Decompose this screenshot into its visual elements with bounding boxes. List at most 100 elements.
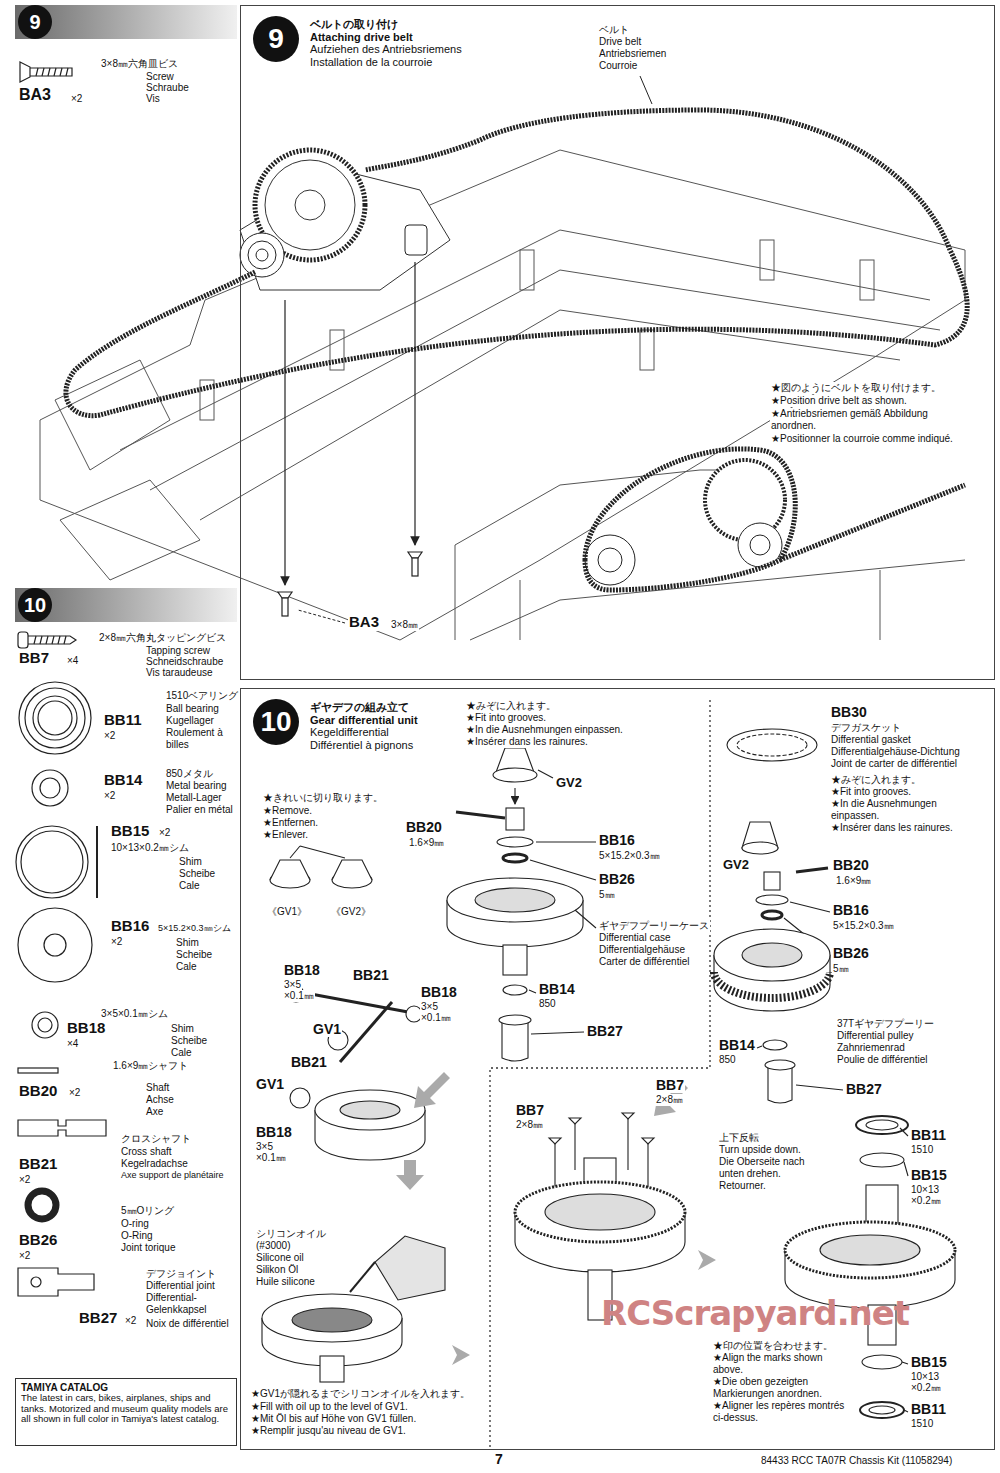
differential-drawing — [332, 860, 372, 880]
label-text: Differential gasket — [830, 734, 912, 746]
part-code: BB14 — [103, 772, 143, 789]
step-number: 9 — [253, 16, 299, 62]
part-code: BB16 — [110, 918, 150, 935]
label-text: ★みぞに入れます。 — [830, 774, 922, 786]
part-code: BB26 — [18, 1232, 58, 1249]
part-code: BB16 — [598, 833, 636, 848]
label-text: ★GV1が隠れるまでシリコンオイルを入れます。 — [250, 1388, 471, 1400]
label-text: シリコンオイル — [255, 1228, 327, 1240]
step-heading: Gear differential unit — [309, 714, 419, 727]
label-text: ★Align the marks shown above. — [712, 1352, 849, 1375]
leader-line — [298, 610, 345, 623]
label-text: ★Fill with oil up to the level of GV1. — [250, 1401, 409, 1413]
differential-drawing — [742, 842, 778, 854]
label-text: ★印の位置を合わせます。 — [712, 1340, 834, 1352]
label-text: ×2 — [124, 1315, 137, 1327]
step-heading: Aufziehen des Antriebsriemens — [309, 43, 463, 56]
part-code: BB7 — [515, 1103, 545, 1118]
differential-drawing — [765, 1060, 795, 1070]
part-code: BB18 — [255, 1125, 293, 1140]
differential-drawing — [764, 872, 780, 890]
label-text: Kegelradachse — [120, 1158, 189, 1170]
divider — [490, 700, 710, 1448]
label-text: ★Remplir jusqu'au niveau de GV1. — [250, 1425, 407, 1437]
differential-drawing — [763, 1040, 787, 1050]
part-icon — [21, 831, 83, 893]
part-code: BB27 — [78, 1310, 118, 1327]
part-code: BB14 — [718, 1038, 756, 1053]
label-text: Metal bearing — [165, 780, 228, 792]
divider — [490, 700, 710, 1448]
part-code: BB11 — [910, 1128, 947, 1143]
chassis-drawing — [60, 480, 200, 580]
differential-drawing — [503, 854, 527, 862]
label-text: Scheibe — [178, 868, 216, 880]
part-code: BB18 — [420, 985, 458, 1000]
label-text: ★Die oben gezeigten Markierungen anordne… — [712, 1376, 849, 1399]
step-heading: ギヤデフの組み立て — [309, 701, 410, 714]
step-number: 9 — [18, 5, 52, 39]
differential-drawing — [569, 1118, 581, 1124]
part-icon — [18, 1120, 106, 1136]
label-text: Roulement à billes — [165, 727, 237, 750]
label-text: 3×5×0.1㎜シム — [100, 1008, 169, 1020]
differential-drawing — [375, 1236, 445, 1300]
label-text: デフガスケット — [830, 722, 902, 734]
leader-line — [298, 76, 652, 623]
leader-line — [640, 76, 652, 104]
differential-drawing — [627, 1115, 628, 1170]
catalog-text: The latest in cars, bikes, airplanes, sh… — [21, 1393, 231, 1425]
differential-drawing — [642, 1138, 654, 1144]
label-text: Screw — [145, 71, 175, 83]
part-code: BB18 — [66, 1020, 106, 1037]
differential-drawing — [545, 1194, 655, 1230]
part-code: BB20 — [832, 858, 870, 873]
chassis-drawing — [265, 160, 355, 250]
differential-drawing — [768, 1065, 792, 1103]
part-icon — [32, 1012, 58, 1038]
differential-drawing — [622, 1113, 634, 1119]
screw — [412, 558, 418, 576]
label-text: 10×13 — [910, 1371, 940, 1383]
part-icon — [28, 636, 76, 644]
part-code: BB27 — [586, 1024, 624, 1039]
differential-drawing — [503, 945, 527, 975]
chassis-drawing — [860, 260, 874, 300]
assembly-arrow — [414, 262, 415, 545]
part-icon — [18, 1068, 58, 1073]
label-text: O-ring — [120, 1218, 150, 1230]
part-icon — [31, 1277, 41, 1287]
label-text: Cale — [178, 880, 201, 892]
part-code: BB14 — [538, 982, 576, 997]
step-number: 10 — [253, 699, 299, 745]
label-text: ★図のようにベルトを取り付けます。 — [770, 382, 942, 394]
label-text: Cale — [175, 961, 198, 973]
label-text: 1510 — [910, 1418, 934, 1430]
part-icon — [38, 701, 72, 735]
header-bar — [15, 588, 237, 622]
differential-drawing — [340, 1101, 400, 1119]
label-text: GV1 — [255, 1077, 285, 1092]
differential-drawing — [499, 1015, 531, 1025]
label-text: Differentialgehäuse-Dichtung — [830, 746, 961, 758]
label-text: 2×8㎜ — [655, 1094, 684, 1106]
part-code: BB27 — [845, 1082, 883, 1097]
label-text: ★きれいに切り取ります。 — [262, 792, 384, 804]
label-text: ×2 — [18, 1250, 31, 1262]
label-text: 5×15.2×0.3㎜シム — [157, 923, 232, 933]
label-text: ×2 — [18, 1174, 31, 1186]
label-text: ×0.2㎜ — [910, 1195, 942, 1207]
differential-drawing — [820, 1235, 920, 1265]
differential-drawing — [506, 808, 524, 830]
label-text: Antriebsriemen — [598, 48, 667, 60]
label-text: Shim — [175, 937, 200, 949]
label-text: Cale — [170, 1047, 193, 1059]
drive-belt — [585, 449, 795, 590]
label-text: ×2 — [68, 1087, 81, 1099]
step-number-text: 10 — [260, 708, 291, 736]
differential-drawing — [315, 1090, 425, 1130]
differential-drawing — [475, 888, 555, 912]
label-text: Drive belt — [598, 36, 642, 48]
part-icon — [32, 770, 68, 806]
differential-drawing — [900, 1128, 908, 1412]
